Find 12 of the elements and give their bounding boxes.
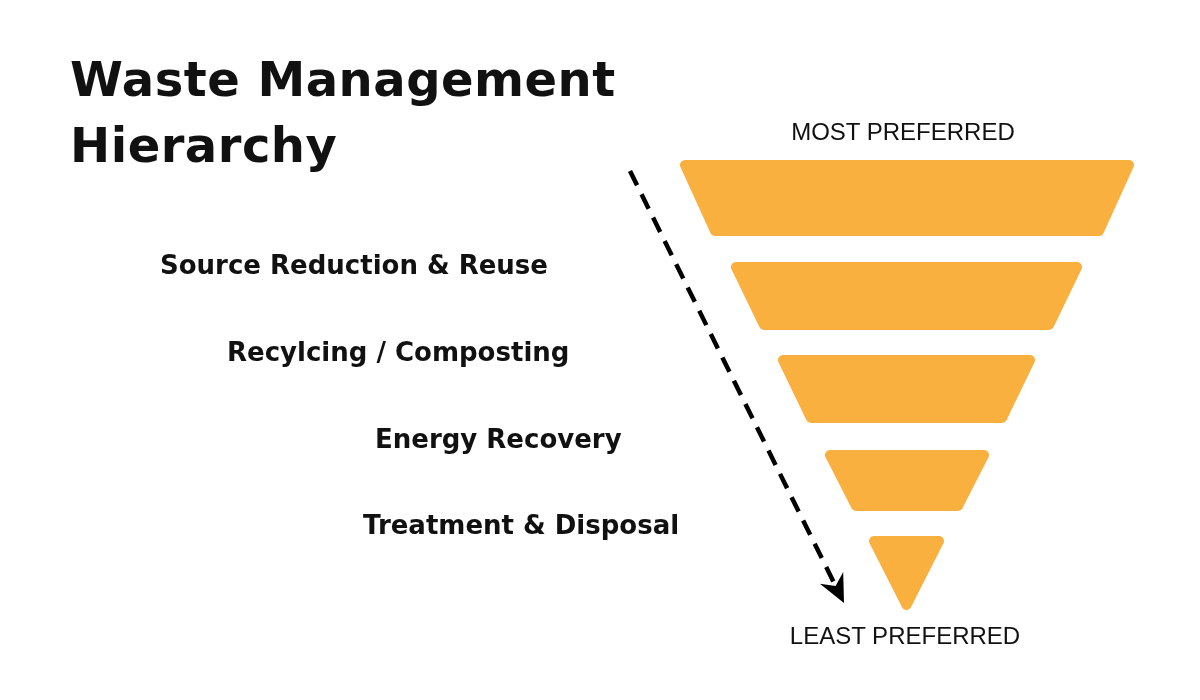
- trapezoid-band: [778, 355, 1035, 423]
- level-label: Treatment & Disposal: [363, 509, 680, 541]
- triangle-band: [868, 536, 945, 610]
- scale-label: MOST PREFERRED: [791, 118, 1015, 146]
- level-label: Source Reduction & Reuse: [160, 249, 548, 281]
- level-label: Energy Recovery: [375, 423, 622, 455]
- title: Waste Management Hierarchy: [70, 50, 617, 175]
- trapezoid-band: [731, 262, 1082, 330]
- trapezoid-band: [825, 450, 989, 511]
- level-label: Recylcing / Composting: [227, 336, 570, 368]
- trapezoid-band: [680, 160, 1134, 236]
- scale-label: LEAST PREFERRED: [789, 622, 1021, 650]
